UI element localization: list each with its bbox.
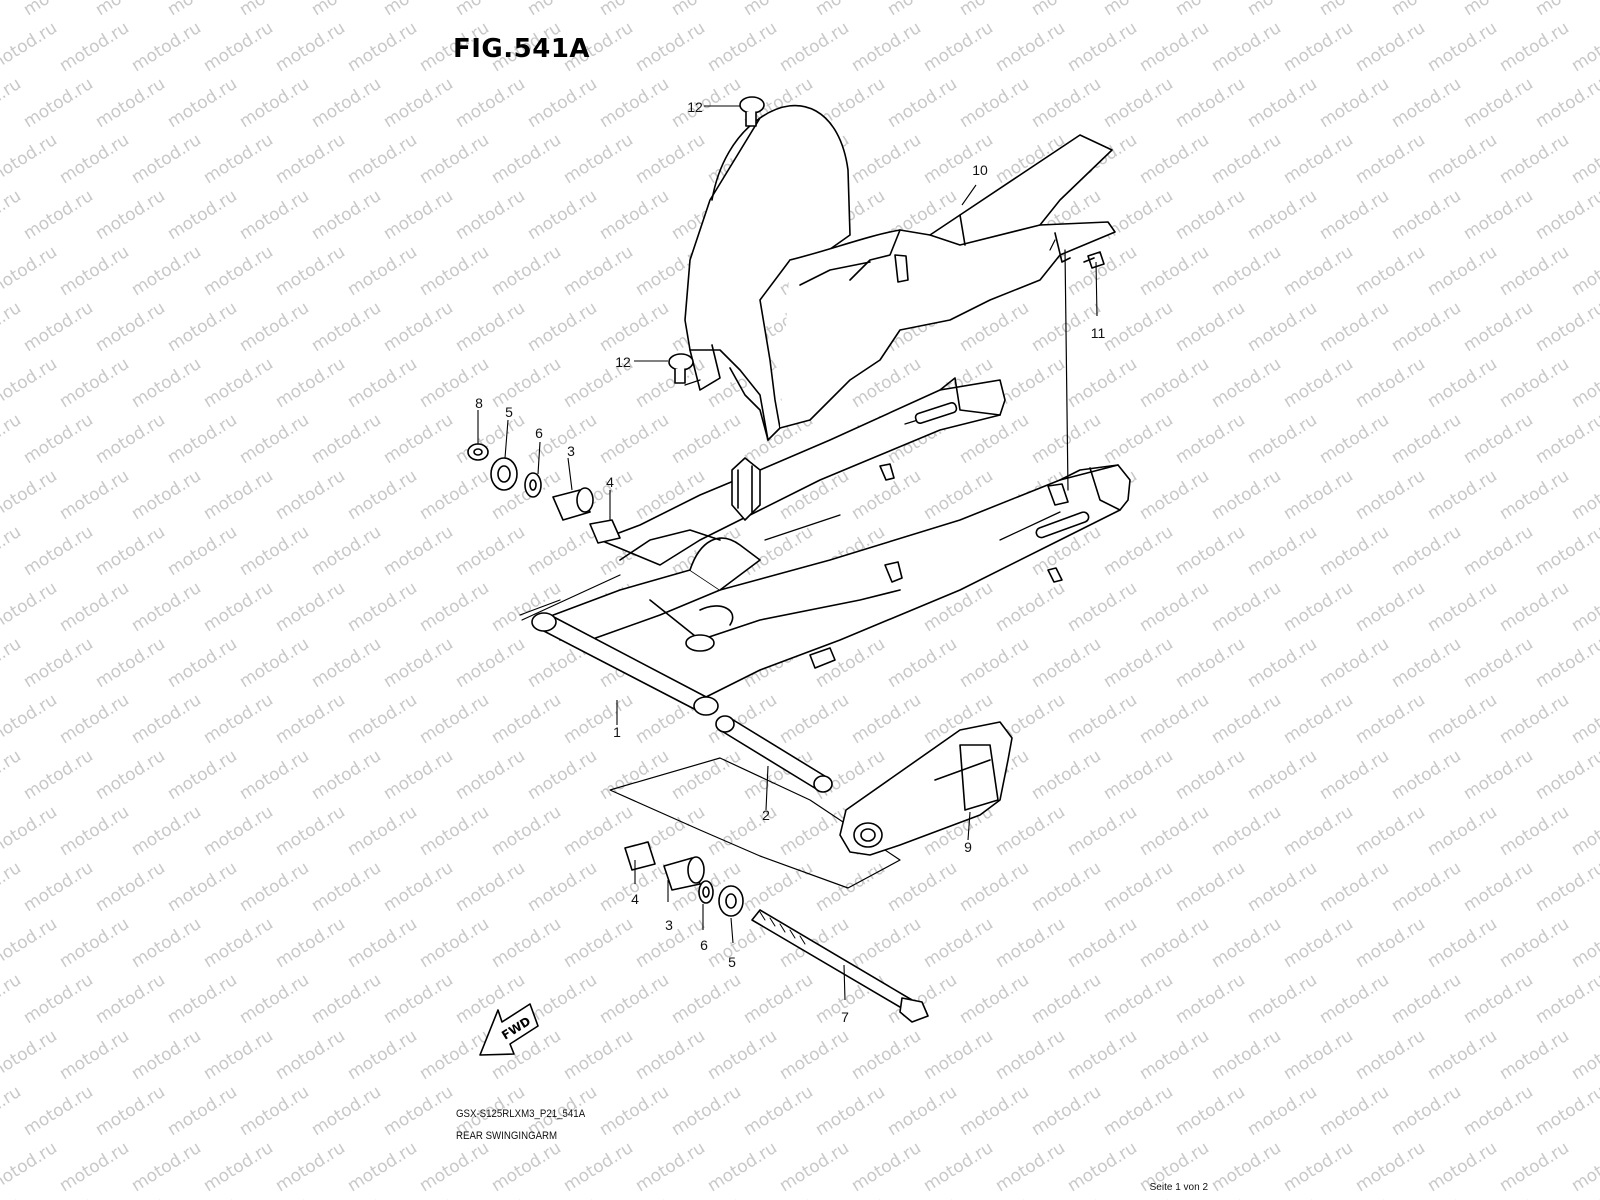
section-name: REAR SWINGINGARM (456, 1130, 558, 1142)
spacer-part-4 (589, 519, 621, 544)
assembly-guide-lines (519, 239, 1069, 889)
spacer-part-4-lower (624, 841, 656, 871)
callout-12-lower: 12 (615, 354, 631, 370)
swingarm-part-1 (521, 377, 1131, 716)
bolt-part-12-upper (739, 96, 765, 127)
callout-4-upper: 4 (606, 474, 614, 490)
fwd-label: FWD (499, 1014, 533, 1043)
callout-8: 8 (475, 395, 483, 411)
bolt-part-11 (1083, 251, 1105, 269)
callout-1: 1 (613, 724, 621, 740)
callout-5-upper: 5 (505, 404, 513, 420)
callout-10: 10 (972, 162, 988, 178)
bolt-part-12-lower (668, 353, 694, 384)
callout-6-lower: 6 (700, 937, 708, 953)
model-code: GSX-S125RLXM3_P21_541A (456, 1108, 586, 1120)
upper-pivot-hardware (467, 443, 621, 544)
callout-11: 11 (1090, 325, 1106, 341)
rear-fender-part-10 (684, 104, 1116, 441)
pivot-shaft-part-2 (715, 715, 833, 793)
figure-title: FIG.541A (453, 34, 591, 64)
page-indicator: Seite 1 von 2 (1149, 1182, 1208, 1193)
callout-2: 2 (762, 807, 770, 823)
lower-pivot-hardware (624, 841, 744, 917)
chain-buffer-part-9 (839, 721, 1013, 856)
callout-leader-lines (477, 105, 1098, 1001)
callout-12-upper: 12 (687, 99, 703, 115)
callout-5-lower: 5 (728, 954, 736, 970)
callout-6-upper: 6 (535, 425, 543, 441)
fwd-arrow-icon (479, 1003, 539, 1056)
pivot-bolt-part-7 (751, 909, 929, 1023)
callout-3-upper: 3 (567, 443, 575, 459)
callout-9: 9 (964, 839, 972, 855)
callout-7: 7 (841, 1009, 849, 1025)
callout-3-lower: 3 (665, 917, 673, 933)
callout-4-lower: 4 (631, 891, 639, 907)
